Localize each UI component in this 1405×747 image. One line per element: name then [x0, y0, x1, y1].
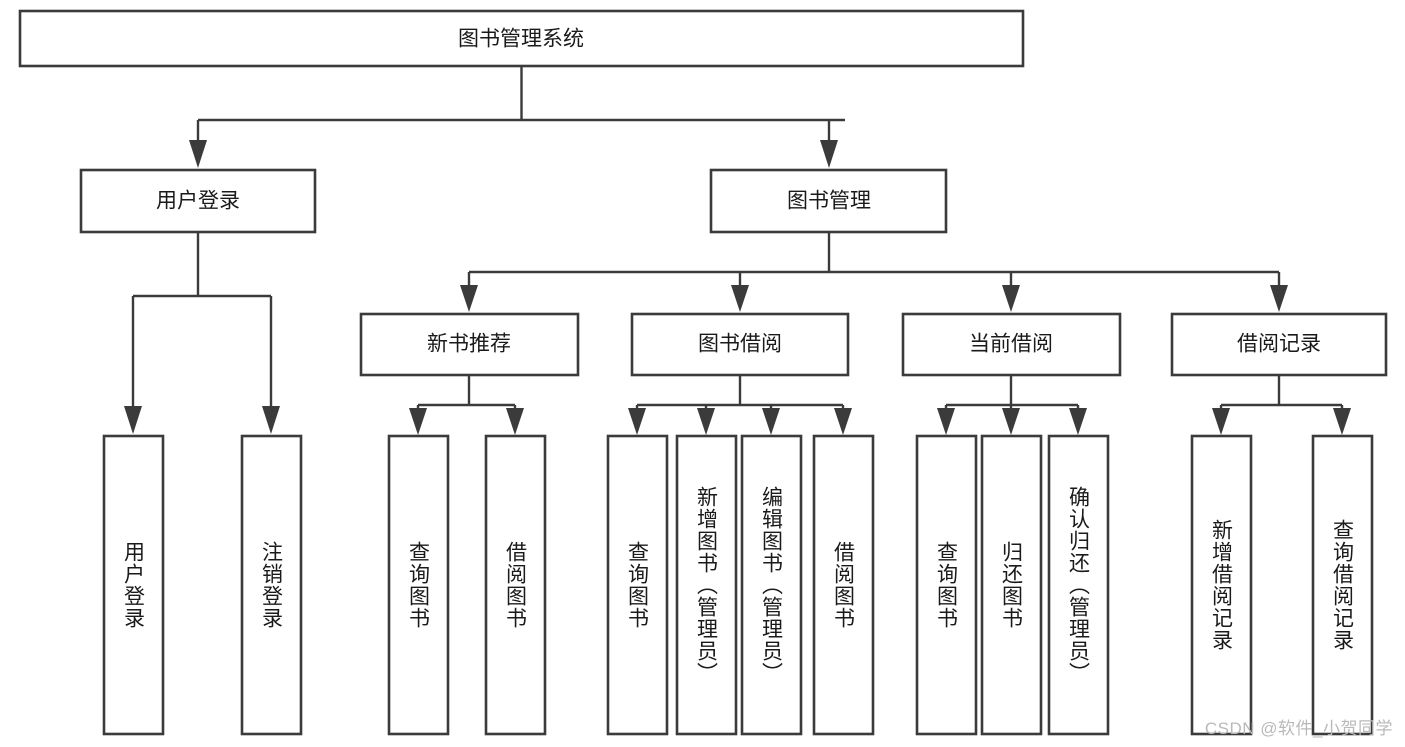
arrowhead-book-mgmt: [820, 140, 838, 168]
arrowhead-leaf-user-login-2: [262, 406, 280, 434]
arrowhead-current-borrow: [1002, 285, 1020, 312]
leaf-user-login-2[interactable]: 注销登录: [240, 434, 303, 736]
leaf-current-borrow-2[interactable]: 归还图书: [980, 434, 1043, 736]
arrowhead-leaf-borrow-2: [697, 408, 715, 435]
node-root-box[interactable]: [18, 9, 1025, 68]
arrowhead-leaf-current-2: [1002, 408, 1020, 435]
leaf-book-borrow-3[interactable]: 编辑图书（管理员）: [740, 434, 803, 736]
leaf-new-book-1-box[interactable]: [387, 434, 450, 736]
leaf-book-borrow-3-box[interactable]: [740, 434, 803, 736]
arrowhead-leaf-borrow-4: [834, 408, 852, 435]
leaf-user-login-1-box[interactable]: [102, 434, 165, 736]
node-borrow-records-box[interactable]: [1170, 312, 1388, 377]
leaf-borrow-record-2[interactable]: 查询借阅记录: [1311, 434, 1374, 736]
node-new-book-recommend-box[interactable]: [359, 312, 580, 377]
leaf-current-borrow-3-box[interactable]: [1047, 434, 1110, 736]
arrowhead-leaf-records-1: [1212, 408, 1230, 435]
leaf-book-borrow-1-label: 查询图书: [626, 541, 650, 629]
node-current-borrow-label: 当前借阅: [969, 333, 1053, 356]
arrowhead-leaf-current-1: [937, 408, 955, 435]
arrowhead-leaf-records-2: [1333, 408, 1351, 435]
node-new-book-recommend[interactable]: 新书推荐: [359, 312, 580, 377]
leaf-borrow-record-2-box[interactable]: [1311, 434, 1374, 736]
node-root[interactable]: 图书管理系统: [18, 9, 1025, 68]
leaf-book-borrow-4-box[interactable]: [812, 434, 875, 736]
leaf-current-borrow-1-label: 查询图书: [935, 541, 959, 629]
node-root-label: 图书管理系统: [458, 28, 584, 51]
leaf-borrow-record-1[interactable]: 新增借阅记录: [1190, 434, 1253, 736]
arrowhead-book-borrow: [731, 285, 749, 312]
leaf-new-book-2-label: 借阅图书: [504, 541, 528, 629]
leaf-book-borrow-2[interactable]: 新增图书（管理员）: [675, 434, 738, 736]
node-book-borrow-label: 图书借阅: [698, 333, 782, 356]
leaf-book-borrow-4-label: 借阅图书: [832, 541, 856, 629]
leaf-current-borrow-2-label: 归还图书: [1000, 541, 1024, 629]
leaf-user-login-2-box[interactable]: [240, 434, 303, 736]
leaf-current-borrow-1[interactable]: 查询图书: [915, 434, 978, 736]
leaf-current-borrow-1-box[interactable]: [915, 434, 978, 736]
node-book-borrow[interactable]: 图书借阅: [630, 312, 850, 377]
node-book-management-box[interactable]: [709, 168, 948, 234]
leaf-book-borrow-2-box[interactable]: [675, 434, 738, 736]
node-new-book-recommend-label: 新书推荐: [427, 333, 511, 356]
leaf-borrow-record-1-box[interactable]: [1190, 434, 1253, 736]
leaf-book-borrow-1-box[interactable]: [606, 434, 669, 736]
arrowhead-new-book: [460, 285, 478, 312]
node-user-login[interactable]: 用户登录: [79, 168, 317, 234]
leaf-user-login-1-label: 用户登录: [122, 541, 146, 629]
leaf-current-borrow-2-box[interactable]: [980, 434, 1043, 736]
arrowhead-user-login: [189, 140, 207, 168]
leaf-borrow-record-2-label: 查询借阅记录: [1331, 519, 1355, 651]
arrowhead-leaf-newbook-2: [506, 408, 524, 435]
arrowhead-borrow-records: [1270, 285, 1288, 312]
leaf-user-login-1[interactable]: 用户登录: [102, 434, 165, 736]
leaf-book-borrow-2-label: 新增图书（管理员）: [695, 486, 719, 684]
connectors-layer: [124, 66, 1351, 435]
node-borrow-records-label: 借阅记录: [1237, 333, 1321, 356]
arrowhead-leaf-borrow-1: [628, 408, 646, 435]
leaf-book-borrow-4[interactable]: 借阅图书: [812, 434, 875, 736]
node-user-login-label: 用户登录: [156, 190, 240, 213]
leaf-new-book-2[interactable]: 借阅图书: [484, 434, 547, 736]
node-book-management[interactable]: 图书管理: [709, 168, 948, 234]
node-current-borrow[interactable]: 当前借阅: [901, 312, 1122, 377]
leaf-user-login-2-label: 注销登录: [260, 541, 284, 629]
leaf-current-borrow-3-label: 确认归还（管理员）: [1067, 486, 1091, 684]
leaf-book-borrow-1[interactable]: 查询图书: [606, 434, 669, 736]
leaf-new-book-1-label: 查询图书: [407, 541, 431, 629]
leaf-current-borrow-3[interactable]: 确认归还（管理员）: [1047, 434, 1110, 736]
leaf-borrow-record-1-label: 新增借阅记录: [1210, 519, 1234, 651]
node-user-login-box[interactable]: [79, 168, 317, 234]
arrowhead-leaf-newbook-1: [409, 408, 427, 435]
node-book-management-label: 图书管理: [787, 190, 871, 213]
arrowhead-leaf-user-login-1: [124, 406, 142, 434]
arrowhead-leaf-current-3: [1069, 408, 1087, 435]
node-borrow-records[interactable]: 借阅记录: [1170, 312, 1388, 377]
leaf-new-book-1[interactable]: 查询图书: [387, 434, 450, 736]
leaf-new-book-2-box[interactable]: [484, 434, 547, 736]
node-book-borrow-box[interactable]: [630, 312, 850, 377]
node-current-borrow-box[interactable]: [901, 312, 1122, 377]
leaf-book-borrow-3-label: 编辑图书（管理员）: [760, 486, 784, 684]
arrowhead-leaf-borrow-3: [762, 408, 780, 435]
